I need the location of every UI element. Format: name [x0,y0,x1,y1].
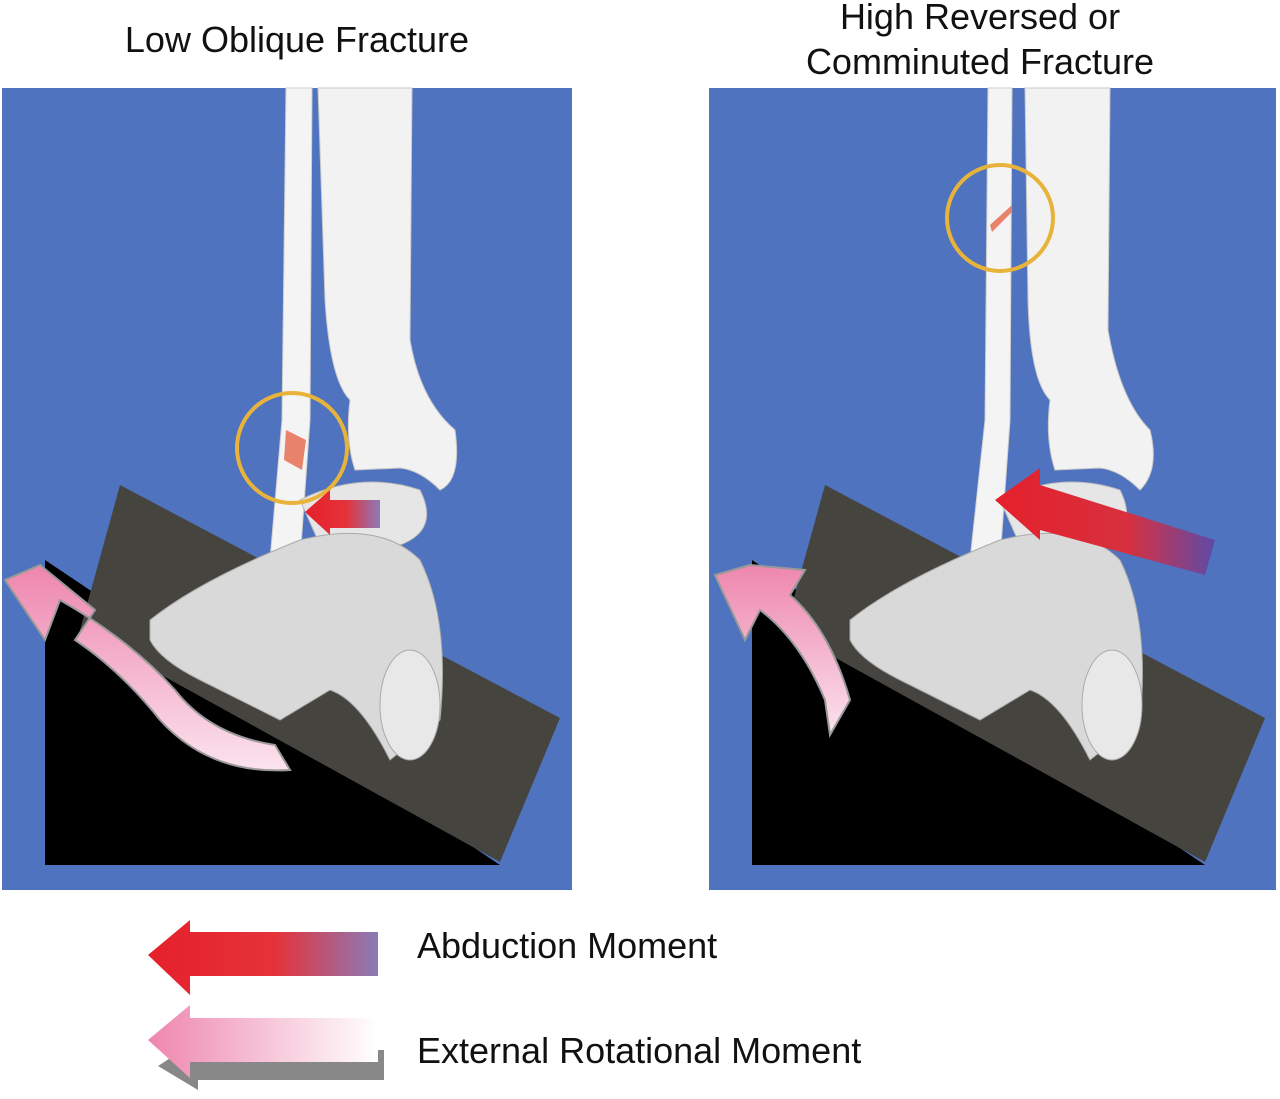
left-toe [379,649,441,761]
legend-external-rotation-label: External Rotational Moment [417,1030,862,1071]
left-panel-title: Low Oblique Fracture [124,19,470,60]
right-rotation-arrow [713,563,852,739]
legend-abduction-label: Abduction Moment [417,925,718,966]
left-abduction-arrow [305,490,380,535]
right-panel-title-line2: Comminuted Fracture [805,41,1155,82]
right-tibia [1024,87,1154,491]
right-foot-bones [849,532,1143,761]
left-rotation-arrow [3,563,292,772]
left-panel [2,87,572,890]
legend [148,920,384,1090]
legend-rotation-arrow [148,1005,378,1078]
right-abduction-arrow [995,468,1215,575]
right-fracture-circle [945,163,1055,273]
right-panel-title-line1: High Reversed or [839,0,1121,37]
left-tibia [317,87,458,491]
left-fracture-mark [284,430,306,470]
left-fracture-circle [235,391,349,505]
legend-abduction-arrow [148,920,378,995]
right-toe [1081,649,1143,761]
right-panel [709,87,1276,890]
left-foot-bones [149,532,443,761]
right-fracture-mark [990,205,1012,232]
